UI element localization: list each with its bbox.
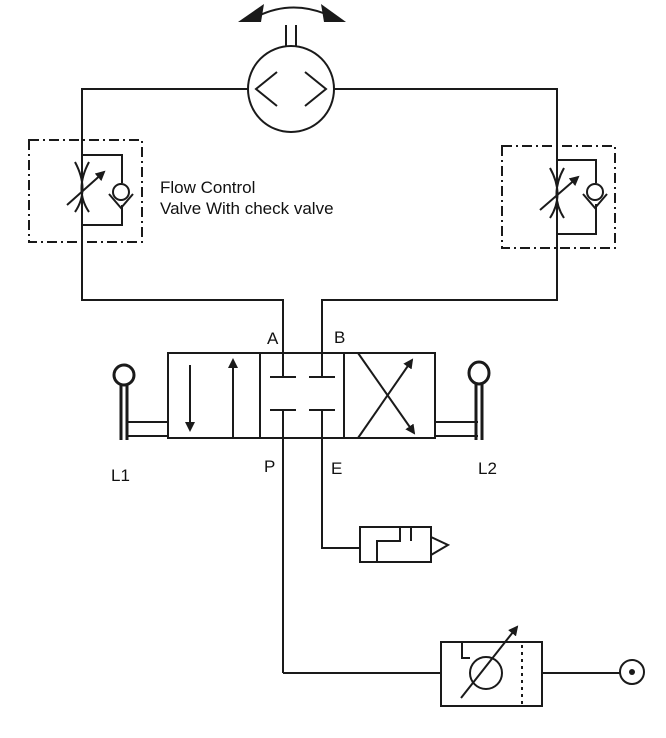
flow-control-label-line2: Valve With check valve: [160, 199, 334, 218]
exhaust-silencer: [359, 526, 451, 563]
directional-control-valve: [167, 352, 436, 439]
rotation-arrow-right-icon: [321, 4, 346, 22]
pressure-source-icon: [619, 659, 645, 685]
port-a-label: A: [267, 329, 279, 348]
lever-l2-label: L2: [478, 459, 497, 478]
regulator-unit: [440, 625, 645, 707]
port-b-label: B: [334, 328, 346, 347]
flow-control-label-line1: Flow Control: [160, 178, 256, 197]
port-e-label: E: [331, 459, 343, 478]
circuit-lines: [81, 88, 558, 674]
rotary-actuator: [238, 4, 346, 133]
rotation-arrow-left-icon: [238, 4, 264, 22]
port-p-label: P: [264, 457, 276, 476]
flow-control-valve-right: [501, 145, 616, 249]
flow-control-valve-left: [28, 139, 143, 243]
lever-l1-label: L1: [111, 466, 130, 485]
lever-left: [112, 363, 168, 440]
lever-right: [435, 360, 491, 440]
